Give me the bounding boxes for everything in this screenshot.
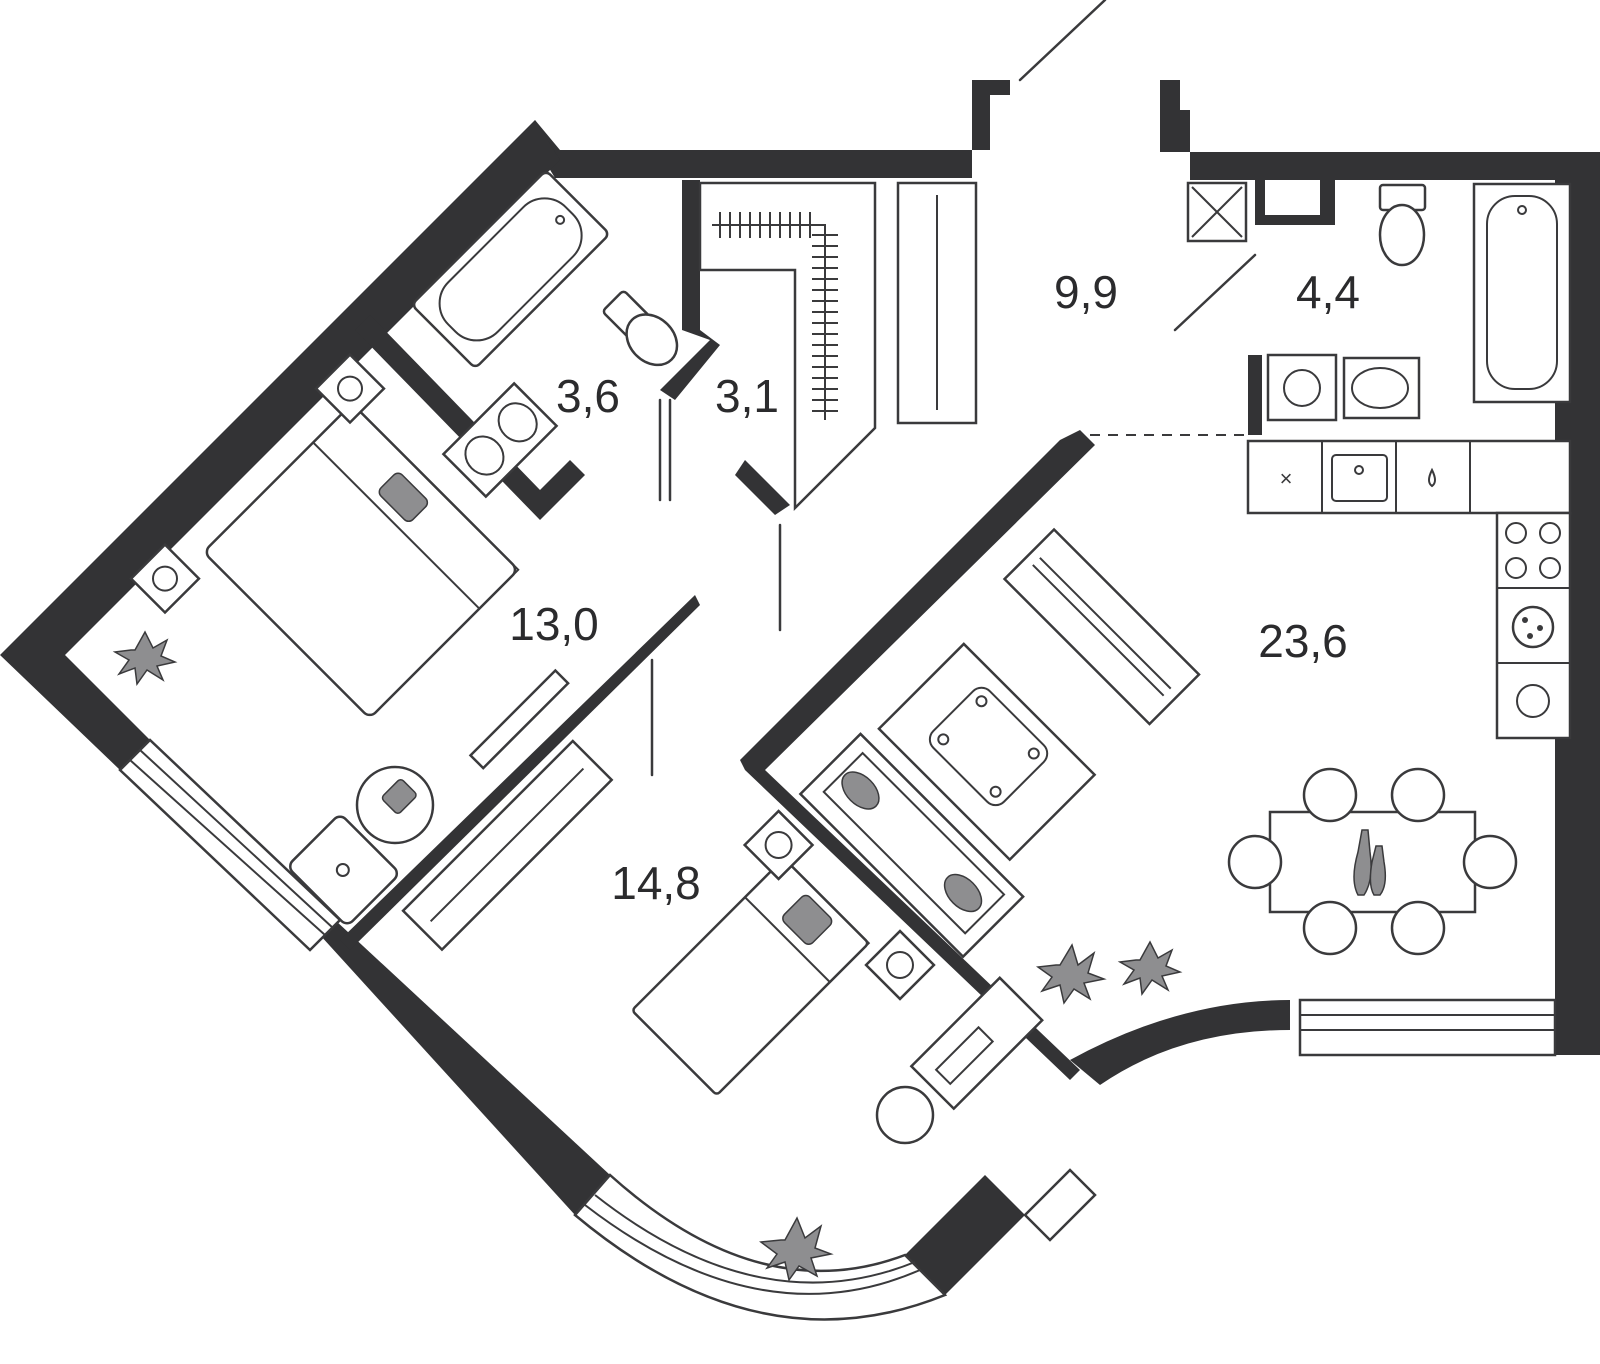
bedroom-1-furniture	[112, 352, 570, 925]
room-area-bathroom-2: 4,4	[1296, 266, 1360, 318]
dining-set	[1227, 767, 1518, 956]
wardrobe-racks	[698, 181, 978, 512]
bathroom-1-fixtures	[412, 171, 679, 499]
bathroom-2-fixtures	[1186, 181, 1572, 422]
dining-chair	[1302, 767, 1358, 823]
dining-chair	[1462, 834, 1518, 890]
dining-chair	[1227, 834, 1283, 890]
walls	[0, 80, 1600, 1295]
dining-chair	[1390, 900, 1446, 956]
dining-chair	[1390, 767, 1446, 823]
room-area-hallway: 9,9	[1054, 266, 1118, 318]
room-area-wardrobe: 3,1	[715, 370, 779, 422]
kitchen-fixtures: ×	[1246, 439, 1572, 740]
doors	[650, 0, 1257, 777]
windows	[118, 738, 1557, 1321]
room-area-kitchen-living: 23,6	[1258, 615, 1348, 667]
living-room-furniture	[798, 527, 1201, 959]
room-area-bedroom-1: 13,0	[509, 598, 599, 650]
svg-text:×: ×	[1280, 466, 1293, 491]
room-area-bathroom-1: 3,6	[556, 370, 620, 422]
dining-chair	[1302, 900, 1358, 956]
room-area-bedroom-2: 14,8	[611, 857, 701, 909]
bedroom-2-furniture	[401, 739, 1183, 1282]
room-labels: 3,6 3,1 9,9 4,4 13,0 23,6 14,8	[509, 266, 1360, 909]
